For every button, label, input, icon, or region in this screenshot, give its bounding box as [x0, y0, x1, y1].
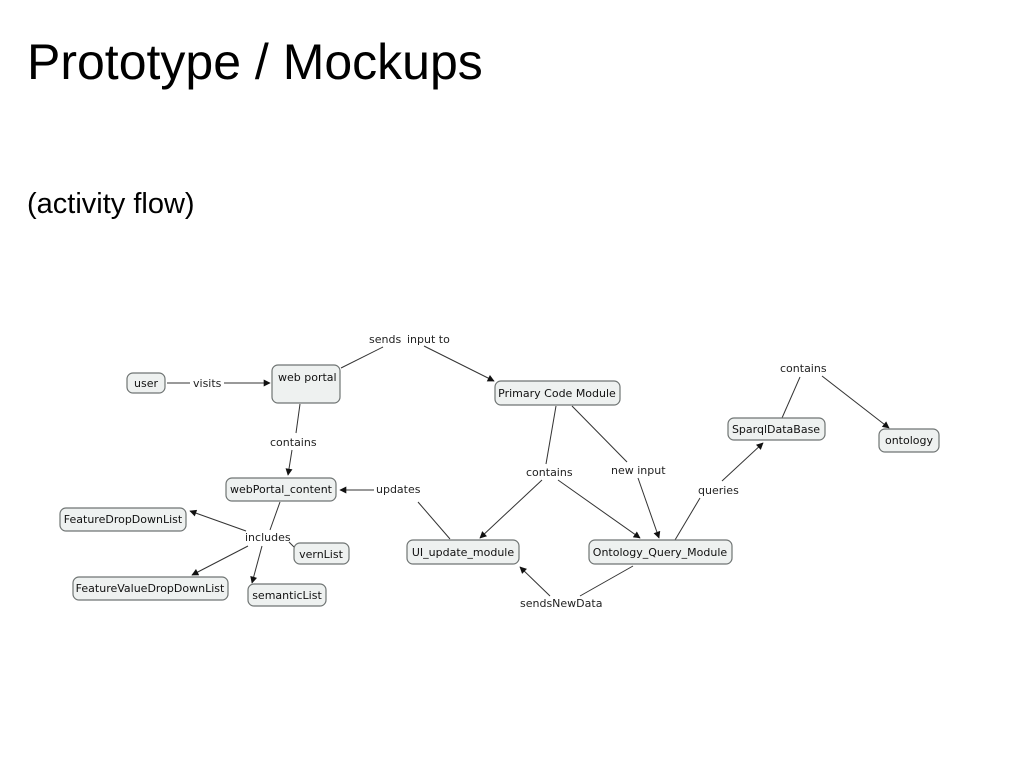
link-label-visits: visits [193, 377, 222, 390]
slide-title: Prototype / Mockups [27, 34, 483, 90]
link-label-contains-code: contains [526, 466, 573, 479]
edge-query-queries-sparql [674, 442, 764, 541]
node-label-sparql-database: SparqlDataBase [732, 423, 820, 436]
edge-code-contains [479, 405, 641, 539]
link-label-contains-sparql: contains [780, 362, 827, 375]
node-feature-dropdown-list: FeatureDropDownList [59, 507, 187, 532]
edge-sparql-contains-ontology [781, 375, 890, 429]
node-label-ontology: ontology [885, 434, 934, 447]
node-label-feature-dropdown-list: FeatureDropDownList [64, 513, 183, 526]
edge-ui-updates-content [339, 486, 451, 540]
node-web-portal: web portal [271, 364, 341, 404]
link-label-input-to: input to [407, 333, 450, 346]
edge-portal-sends-input [340, 345, 495, 382]
node-label-ontology-query-module: Ontology_Query_Module [593, 546, 728, 559]
node-label-feature-value-dropdown-list: FeatureValueDropDownList [76, 582, 225, 595]
link-label-updates: updates [376, 483, 421, 496]
link-label-queries: queries [698, 484, 739, 497]
node-semantic-list: semanticList [247, 583, 327, 607]
node-webportal-content: webPortal_content [225, 477, 337, 502]
node-label-ui-update-module: UI_update_module [412, 546, 515, 559]
slide-subtitle: (activity flow) [27, 188, 195, 220]
edge-query-sends-new-data [519, 565, 634, 597]
link-label-contains-portal: contains [270, 436, 317, 449]
node-label-semantic-list: semanticList [252, 589, 322, 602]
node-user: user [126, 372, 166, 394]
node-feature-value-dropdown-list: FeatureValueDropDownList [72, 576, 229, 601]
edge-portal-contains [285, 403, 301, 476]
node-label-web-portal: web portal [278, 371, 337, 384]
node-sparql-database: SparqlDataBase [727, 417, 826, 441]
link-label-new-input: new input [611, 464, 666, 477]
node-ontology: ontology [878, 428, 940, 453]
node-label-primary-code-module: Primary Code Module [498, 387, 616, 400]
link-label-sends-new-data: sendsNewData [520, 597, 602, 610]
node-label-webportal-content: webPortal_content [230, 483, 333, 496]
node-primary-code-module: Primary Code Module [494, 380, 621, 406]
node-ontology-query-module: Ontology_Query_Module [588, 539, 733, 565]
link-label-includes: includes [245, 531, 291, 544]
node-label-user: user [134, 377, 158, 390]
node-ui-update-module: UI_update_module [406, 539, 520, 565]
edge-code-new-input [571, 405, 661, 539]
link-label-sends: sends [369, 333, 401, 346]
node-label-vern-list: vernList [299, 548, 343, 561]
node-vern-list: vernList [293, 542, 350, 565]
